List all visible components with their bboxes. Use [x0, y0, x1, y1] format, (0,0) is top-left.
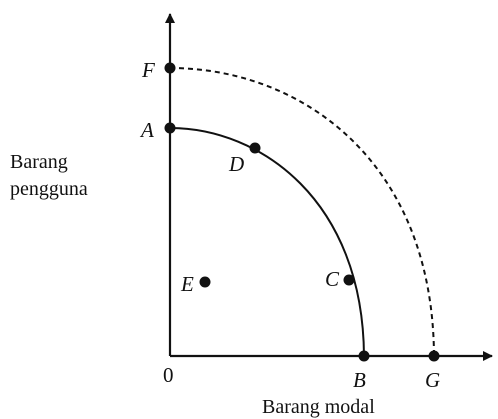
label-e: E	[180, 272, 194, 296]
label-c: C	[325, 267, 340, 291]
y-axis-label-line1: Barang	[10, 151, 68, 173]
x-axis-label: Barang modal	[262, 396, 375, 418]
origin-label: 0	[163, 363, 174, 387]
point-b	[358, 350, 370, 362]
label-f: F	[141, 58, 155, 82]
point-a	[164, 122, 176, 134]
point-d	[249, 142, 261, 154]
point-e	[199, 276, 211, 288]
point-c	[343, 274, 355, 286]
point-g	[428, 350, 440, 362]
y-axis-label-line2: pengguna	[10, 178, 88, 200]
point-f	[164, 62, 176, 74]
label-a: A	[139, 118, 154, 142]
label-g: G	[425, 368, 440, 392]
label-b: B	[353, 368, 366, 392]
inner-frontier-curve	[169, 127, 365, 357]
outer-frontier-curve	[169, 67, 435, 357]
label-d: D	[228, 152, 244, 176]
